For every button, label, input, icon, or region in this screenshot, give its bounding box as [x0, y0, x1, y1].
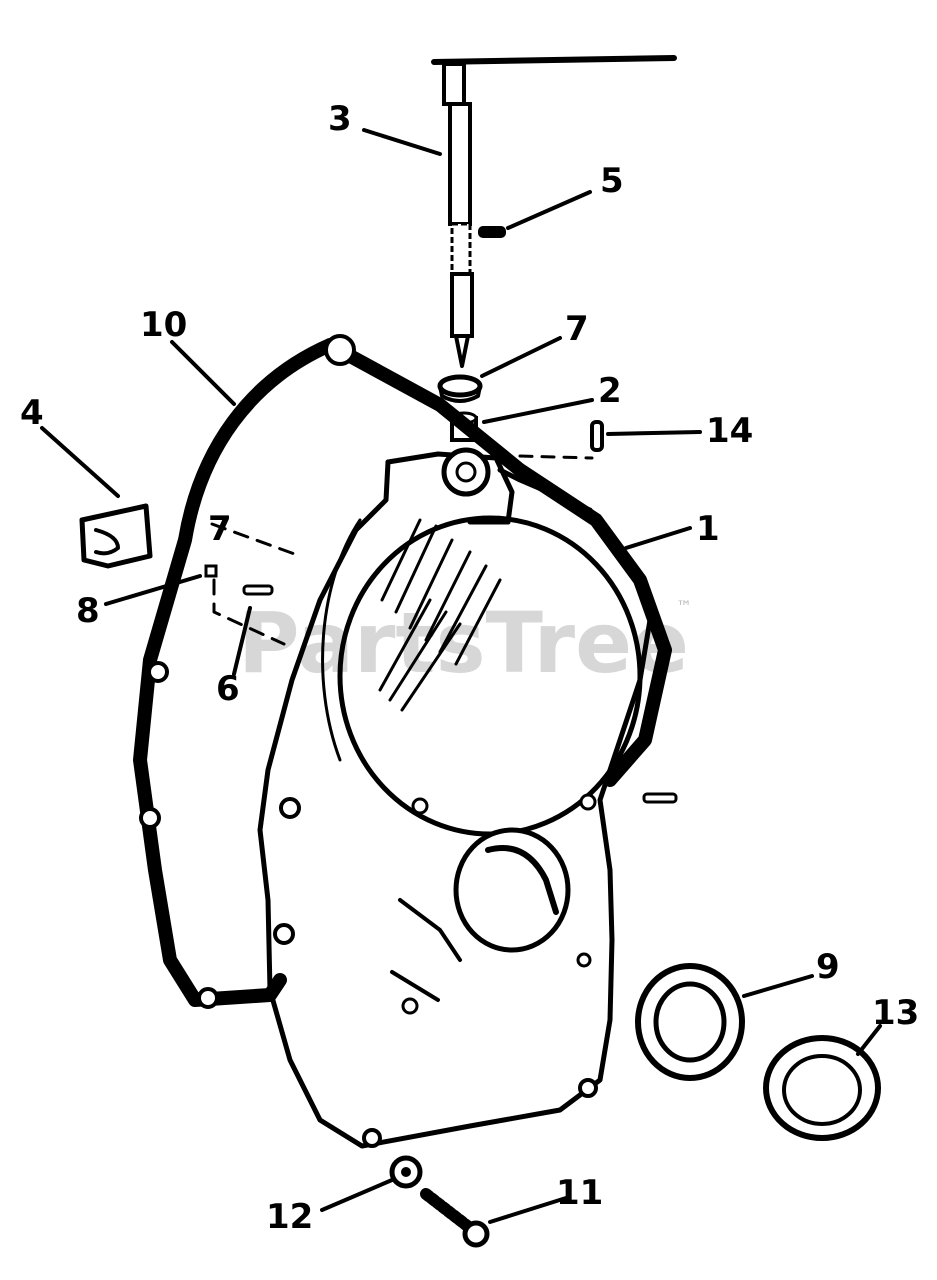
leader-lines [40, 128, 882, 1224]
part-4-shift-fork [79, 503, 153, 569]
callout-1: 1 [696, 509, 720, 549]
callout-labels: 3 5 10 7 2 4 14 7 1 8 6 9 13 11 12 [20, 99, 919, 1237]
callout-4: 4 [20, 393, 44, 433]
part-12-washer [389, 1155, 423, 1189]
callout-10: 10 [140, 305, 187, 345]
part-5-pin [478, 226, 506, 238]
callout-12: 12 [266, 1197, 313, 1237]
loose-pin [642, 792, 678, 804]
callout-13: 13 [872, 993, 919, 1033]
callout-8: 8 [76, 591, 100, 631]
callout-14: 14 [706, 411, 753, 451]
part-10-gasket [133, 334, 672, 1009]
part-8-key [204, 564, 218, 578]
part-6-pin [242, 584, 274, 596]
callout-3: 3 [328, 99, 352, 139]
part-14-dowel [590, 420, 604, 452]
part-9-seal [635, 963, 745, 1081]
callout-7-lower: 7 [208, 509, 232, 549]
callout-9: 9 [816, 947, 840, 987]
part-1-case [257, 447, 653, 1149]
callout-6: 6 [216, 669, 240, 709]
callout-5: 5 [600, 161, 624, 201]
callout-7-upper: 7 [565, 309, 589, 349]
part-7-seal [437, 374, 483, 403]
part-13-bearing [763, 1035, 881, 1141]
watermark-trademark: ™ [676, 597, 692, 616]
part-11-bolt [420, 1188, 490, 1248]
part-3-shift-rod [431, 55, 677, 368]
callout-11: 11 [556, 1173, 603, 1213]
callout-2: 2 [598, 371, 622, 411]
